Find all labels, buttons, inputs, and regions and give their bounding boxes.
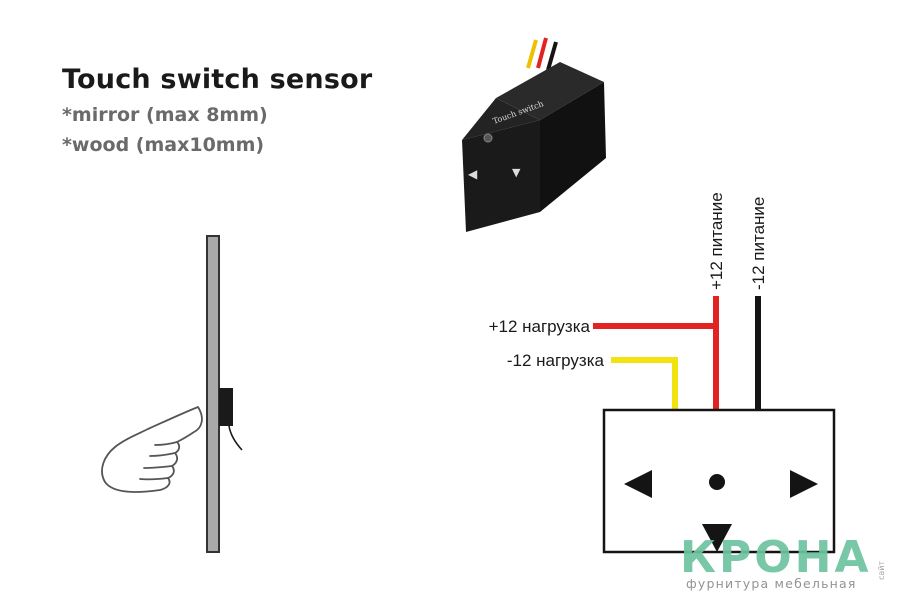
- logo-tagline: фурнитура мебельная: [686, 576, 857, 591]
- module-top-edge: [462, 98, 540, 140]
- arrow-down-icon: [702, 524, 732, 552]
- plus-load-label: +12 нагрузка: [489, 317, 591, 336]
- module-side-face: [540, 82, 606, 212]
- arrow-right-icon: [790, 470, 818, 498]
- center-dot-icon: [709, 474, 725, 490]
- module-top-face: [496, 62, 604, 120]
- module-indicator-icon: [483, 133, 493, 143]
- mirror-thickness-note: *mirror (max 8mm): [62, 104, 268, 126]
- module-front-face: [462, 120, 540, 232]
- logo-wordmark: КРОНА: [680, 532, 872, 583]
- sensor-cable: [228, 425, 243, 451]
- panel-side-view: [206, 235, 220, 553]
- diagram-title: Touch switch sensor: [62, 64, 373, 95]
- module-yellow-lead: [526, 39, 538, 69]
- wood-thickness-note: *wood (max10mm): [62, 134, 265, 156]
- arrow-left-icon: [624, 470, 652, 498]
- plus-supply-label: +12 питание: [707, 192, 726, 290]
- touch-switch-module: Touch switch ◀ ▼: [462, 37, 606, 232]
- module-black-lead: [546, 41, 558, 71]
- minus-load-wire: [611, 357, 678, 410]
- module-red-lead: [536, 37, 548, 69]
- minus-supply-label: -12 питание: [749, 197, 768, 290]
- logo-vertical-text: сайт: [877, 561, 886, 581]
- krona-logo: КРОНА фурнитура мебельная сайт: [680, 532, 886, 591]
- module-arrow-down-icon: ▼: [512, 166, 521, 179]
- minus-load-label: -12 нагрузка: [507, 351, 605, 370]
- sensor-pad: [219, 388, 233, 426]
- pointing-hand-icon: [101, 406, 203, 493]
- module-arrow-left-icon: ◀: [468, 167, 478, 181]
